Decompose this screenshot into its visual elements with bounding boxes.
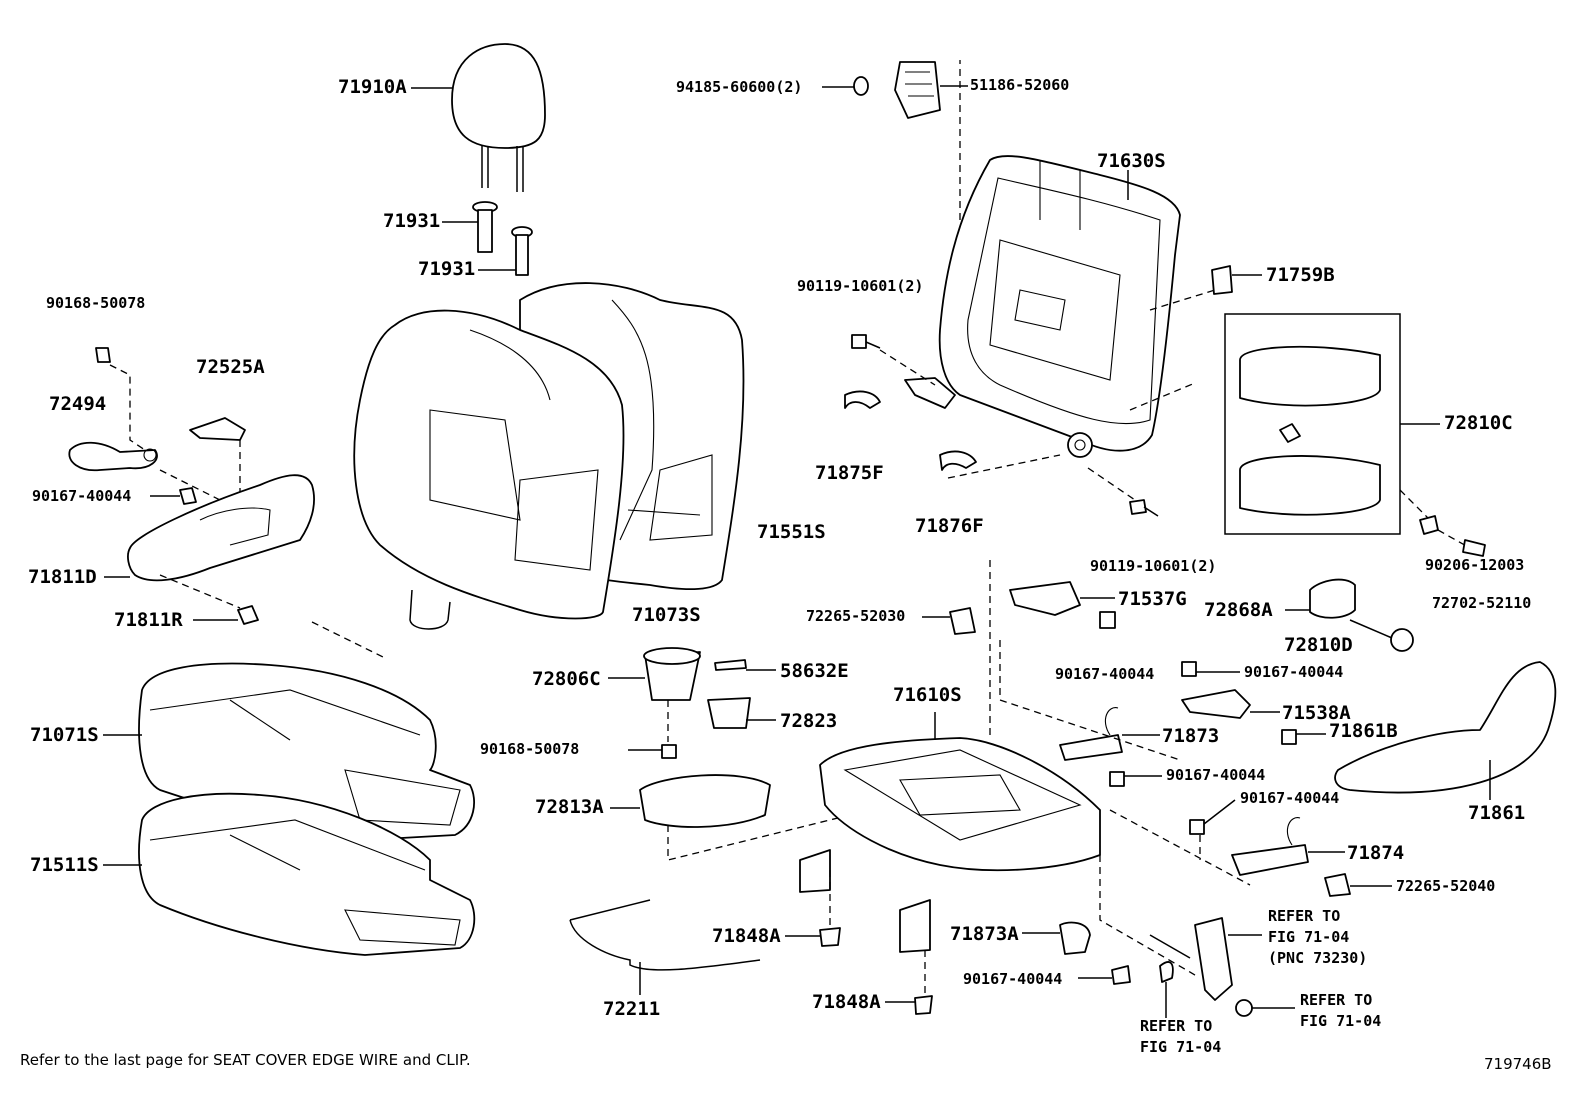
screw-90167-e-label: 90167-40044 bbox=[963, 970, 1063, 988]
cushion-pad-label: 71511S bbox=[30, 854, 99, 876]
link-71874-label: 71874 bbox=[1347, 842, 1405, 864]
tray-72813a-label: 72813A bbox=[535, 796, 604, 818]
bracket-71537g-label: 71537G bbox=[1118, 588, 1187, 610]
clip-71759b-label: 71759B bbox=[1266, 264, 1335, 286]
headrest-support-lower-label: 71931 bbox=[418, 258, 476, 280]
screw-90168-mid-label: 90168-50078 bbox=[480, 740, 580, 758]
headrest-drawing bbox=[411, 43, 546, 192]
left-side-parts-drawing bbox=[68, 347, 386, 659]
lever-72494-label: 72494 bbox=[49, 393, 107, 415]
ref-line: (PNC 73230) bbox=[1268, 949, 1368, 967]
hook-72265-upper-label: 72265-52030 bbox=[806, 607, 906, 625]
bolt-back-upper-label: 90119-10601(2) bbox=[797, 277, 924, 295]
cover-71873a-label: 71873A bbox=[950, 923, 1019, 945]
seat-back-frame-drawing bbox=[904, 155, 1181, 458]
shield-71811d-label: 71811D bbox=[28, 566, 97, 588]
ref-line: FIG 71-04 bbox=[1140, 1038, 1222, 1056]
ref-line: FIG 71-04 bbox=[1300, 1012, 1382, 1030]
armrest-box-drawing bbox=[1224, 313, 1486, 557]
cap-72810d-label: 72810D bbox=[1284, 634, 1353, 656]
back-frame-label: 71630S bbox=[1097, 150, 1166, 172]
clip-71861b-label: 71861B bbox=[1329, 720, 1398, 742]
cap-71848a-lower-label: 71848A bbox=[812, 991, 881, 1013]
bottom-parts-drawing bbox=[569, 899, 1295, 1018]
screw-90206-label: 90206-12003 bbox=[1425, 556, 1525, 574]
ref-line: REFER TO bbox=[1140, 1017, 1213, 1035]
bolt-72702-label: 72702-52110 bbox=[1432, 594, 1532, 612]
hinge-cover-71876f-label: 71876F bbox=[915, 515, 984, 537]
shield-71861-label: 71861 bbox=[1468, 802, 1526, 824]
right-side-parts-drawing bbox=[922, 578, 1557, 897]
back-pad-label: 71551S bbox=[757, 521, 826, 543]
cushion-cover-label: 71071S bbox=[30, 724, 99, 746]
cushion-frame-drawing bbox=[799, 560, 1251, 995]
cover-72868a-label: 72868A bbox=[1204, 599, 1273, 621]
bracket-71538a-label: 71538A bbox=[1282, 702, 1351, 724]
recliner-lock-drawing bbox=[822, 61, 968, 119]
ref-line: FIG 71-04 bbox=[1268, 928, 1350, 946]
screw-90167-b-label: 90167-40044 bbox=[1244, 663, 1344, 681]
screw-90168-left-label: 90168-50078 bbox=[46, 294, 146, 312]
cap-71848a-upper-label: 71848A bbox=[712, 925, 781, 947]
headrest-label: 71910A bbox=[338, 76, 407, 98]
screw-90167-d-label: 90167-40044 bbox=[1240, 789, 1340, 807]
cup-72806c-label: 72806C bbox=[532, 668, 601, 690]
washer-reference-note: REFER TO FIG 71-04 bbox=[1140, 1016, 1221, 1058]
nut-reference-note: REFER TO FIG 71-04 bbox=[1300, 990, 1381, 1032]
headrest-support-upper-label: 71931 bbox=[383, 210, 441, 232]
figure-id: 719746B bbox=[1484, 1055, 1552, 1073]
headrest-support-drawing bbox=[442, 201, 533, 276]
hook-72265-lower-label: 72265-52040 bbox=[1396, 877, 1496, 895]
cushion-drawing bbox=[103, 662, 476, 956]
clip-71811r-label: 71811R bbox=[114, 609, 183, 631]
screw-90167-left-label: 90167-40044 bbox=[32, 487, 132, 505]
link-71873-label: 71873 bbox=[1162, 725, 1220, 747]
screw-90167-a-label: 90167-40044 bbox=[1055, 665, 1155, 683]
screw-90167-c-label: 90167-40044 bbox=[1166, 766, 1266, 784]
tray-parts-drawing bbox=[608, 647, 851, 861]
knob-72525a-label: 72525A bbox=[196, 356, 265, 378]
buckle-reference-note: REFER TO FIG 71-04 (PNC 73230) bbox=[1268, 906, 1367, 969]
ref-line: REFER TO bbox=[1268, 907, 1341, 925]
hinge-cover-71875f-label: 71875F bbox=[815, 462, 884, 484]
cushion-frame-label: 71610S bbox=[893, 684, 962, 706]
ref-line: REFER TO bbox=[1300, 991, 1373, 1009]
recliner-lock-label: 51186-52060 bbox=[970, 76, 1070, 94]
nut-top-label: 94185-60600(2) bbox=[676, 78, 803, 96]
frame-hardware-drawing bbox=[844, 60, 1471, 549]
back-cover-label: 71073S bbox=[632, 604, 701, 626]
tray-72823-label: 72823 bbox=[780, 710, 838, 732]
bolt-back-lower-label: 90119-10601(2) bbox=[1090, 557, 1217, 575]
seat-back-drawing bbox=[353, 282, 745, 630]
armrest-box-label: 72810C bbox=[1444, 412, 1513, 434]
footnote: Refer to the last page for SEAT COVER ED… bbox=[20, 1051, 471, 1069]
wire-72211-label: 72211 bbox=[603, 998, 661, 1020]
plate-58632e-label: 58632E bbox=[780, 660, 849, 682]
